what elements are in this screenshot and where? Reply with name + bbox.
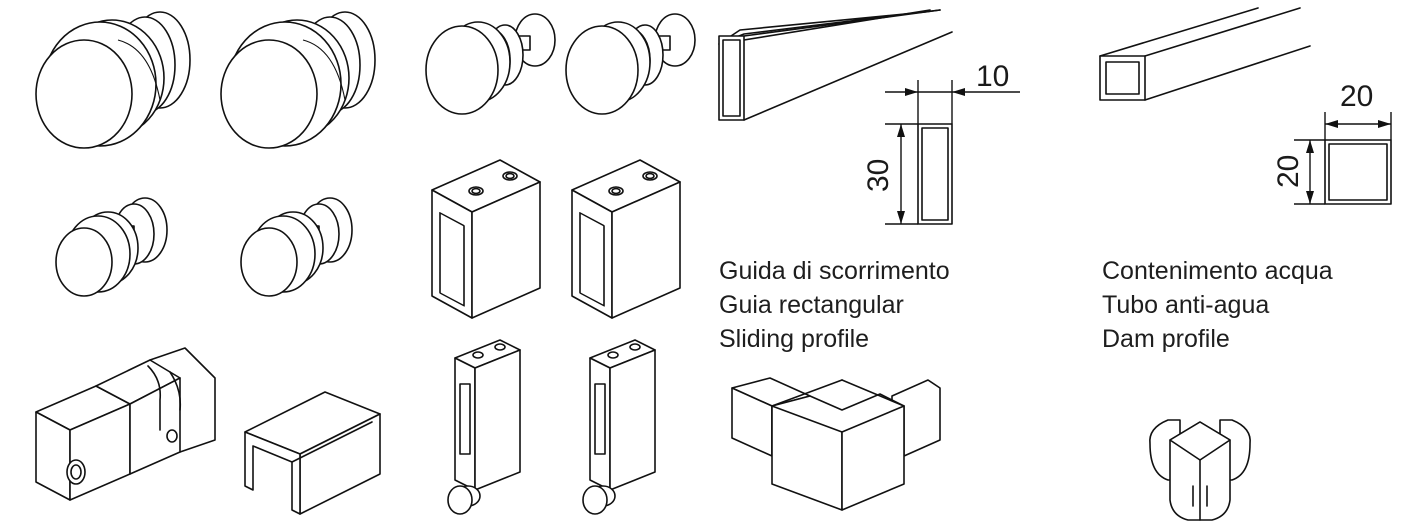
dam-profile-caption-en: Dam profile [1102,325,1230,353]
sliding-width-label: 10 [976,60,1009,93]
tall-bar-holder-with-stop-icon [447,339,521,515]
rectangular-connector-block-icon [431,159,541,319]
medium-roller-knob-icon [565,13,696,115]
small-glass-knob-icon [55,197,168,297]
medium-roller-knob-icon [425,13,556,115]
sliding-height-label: 30 [862,159,895,192]
rounded-corner-cap-icon [1149,419,1251,521]
dam-profile-section [1294,112,1392,205]
dam-profile-caption-es: Tubo anti-agua [1102,291,1270,319]
sliding-profile-caption: Guida di scorrimento Guia rectangular Sl… [719,254,950,356]
tall-bar-holder-with-stop-icon [582,339,656,515]
small-glass-knob-icon [240,197,353,297]
large-glass-knob-icon [220,11,376,149]
sliding-profile-caption-en: Sliding profile [719,325,870,353]
rectangular-tube-icon [718,9,953,121]
u-channel-cap-icon [244,391,381,515]
l-corner-connector-icon [731,377,941,511]
dam-width-label: 20 [1340,80,1373,113]
dam-profile-caption: Contenimento acqua Tubo anti-agua Dam pr… [1102,254,1333,356]
sliding-profile-caption-it: Guida di scorrimento [719,257,950,285]
sliding-profile-section [885,80,1020,225]
dam-profile-caption-it: Contenimento acqua [1102,257,1333,285]
rectangular-connector-block-icon [571,159,681,319]
sliding-profile-caption-es: Guia rectangular [719,291,904,319]
square-tube-icon [1099,7,1311,101]
large-glass-knob-icon [35,11,191,149]
dam-height-label: 20 [1272,155,1305,188]
open-sliding-bracket-icon [35,347,216,501]
